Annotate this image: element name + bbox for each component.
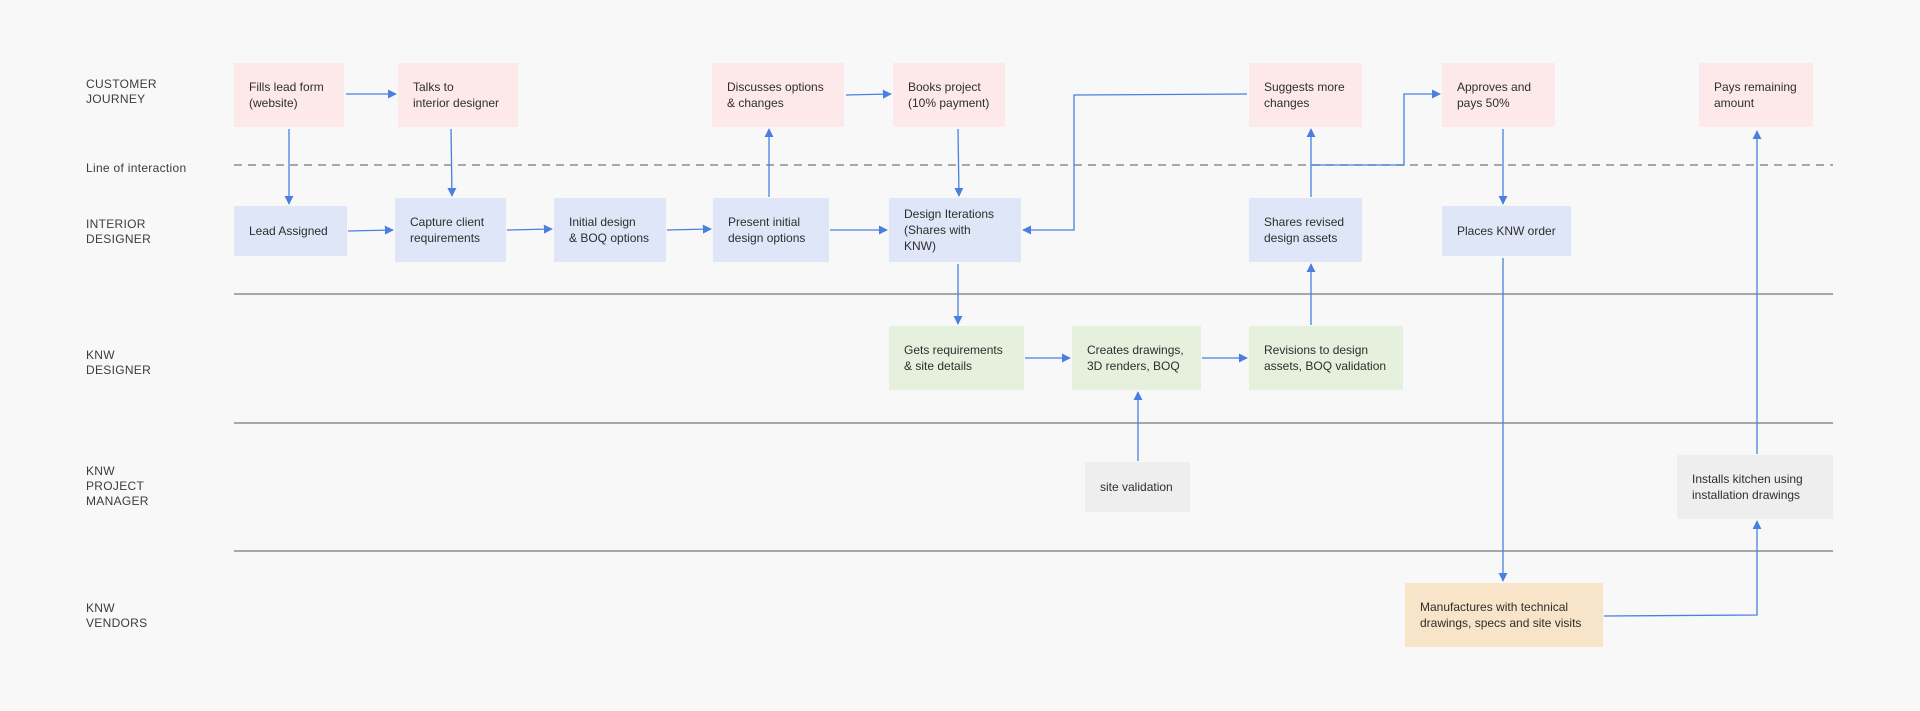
node-pays-remaining[interactable]: Pays remaining amount: [1699, 63, 1813, 127]
node-approves-pays[interactable]: Approves and pays 50%: [1442, 63, 1555, 127]
node-books-project[interactable]: Books project (10% payment): [893, 63, 1005, 127]
node-installs-kitchen[interactable]: Installs kitchen using installation draw…: [1677, 455, 1833, 519]
lane-line-of-interaction: Line of interaction: [86, 161, 187, 175]
arrow-suggests-to-iterations: [1022, 93, 1248, 235]
node-present-initial[interactable]: Present initial design options: [713, 198, 829, 262]
node-capture-requirements[interactable]: Capture client requirements: [395, 198, 506, 262]
node-creates-drawings[interactable]: Creates drawings, 3D renders, BOQ: [1072, 326, 1201, 390]
lane-knw-vendors: KNW VENDORS: [86, 601, 148, 630]
arrow-initial-to-present: [666, 224, 712, 234]
arrow-manufactures-to-installs: [1603, 520, 1762, 617]
lane-customer-journey: CUSTOMER JOURNEY: [86, 77, 157, 106]
arrow-books-to-iterations: [954, 128, 964, 197]
node-talks-to-designer[interactable]: Talks to interior designer: [398, 63, 518, 127]
node-gets-requirements[interactable]: Gets requirements & site details: [889, 326, 1024, 390]
node-fills-lead-form[interactable]: Fills lead form (website): [234, 63, 344, 127]
arrow-discusses-to-books: [845, 89, 892, 99]
lane-knw-designer: KNW DESIGNER: [86, 348, 152, 377]
node-design-iterations[interactable]: Design Iterations (Shares with KNW): [889, 198, 1021, 262]
arrow-lead-to-capture: [347, 225, 394, 235]
node-suggests-changes[interactable]: Suggests more changes: [1249, 63, 1362, 127]
arrow-talks-to-capture: [447, 128, 457, 197]
node-site-validation[interactable]: site validation: [1085, 462, 1190, 512]
node-lead-assigned[interactable]: Lead Assigned: [234, 206, 347, 256]
node-shares-revised[interactable]: Shares revised design assets: [1249, 198, 1362, 262]
node-revisions[interactable]: Revisions to design assets, BOQ validati…: [1249, 326, 1403, 390]
node-places-order[interactable]: Places KNW order: [1442, 206, 1571, 256]
arrow-shares-to-approves: [1311, 89, 1441, 166]
arrow-capture-to-initial: [506, 224, 553, 234]
lane-knw-project-manager: KNW PROJECT MANAGER: [86, 464, 149, 508]
node-initial-design[interactable]: Initial design & BOQ options: [554, 198, 666, 262]
node-discusses-options[interactable]: Discusses options & changes: [712, 63, 844, 127]
lane-interior-designer: INTERIOR DESIGNER: [86, 217, 152, 246]
node-manufactures[interactable]: Manufactures with technical drawings, sp…: [1405, 583, 1603, 647]
